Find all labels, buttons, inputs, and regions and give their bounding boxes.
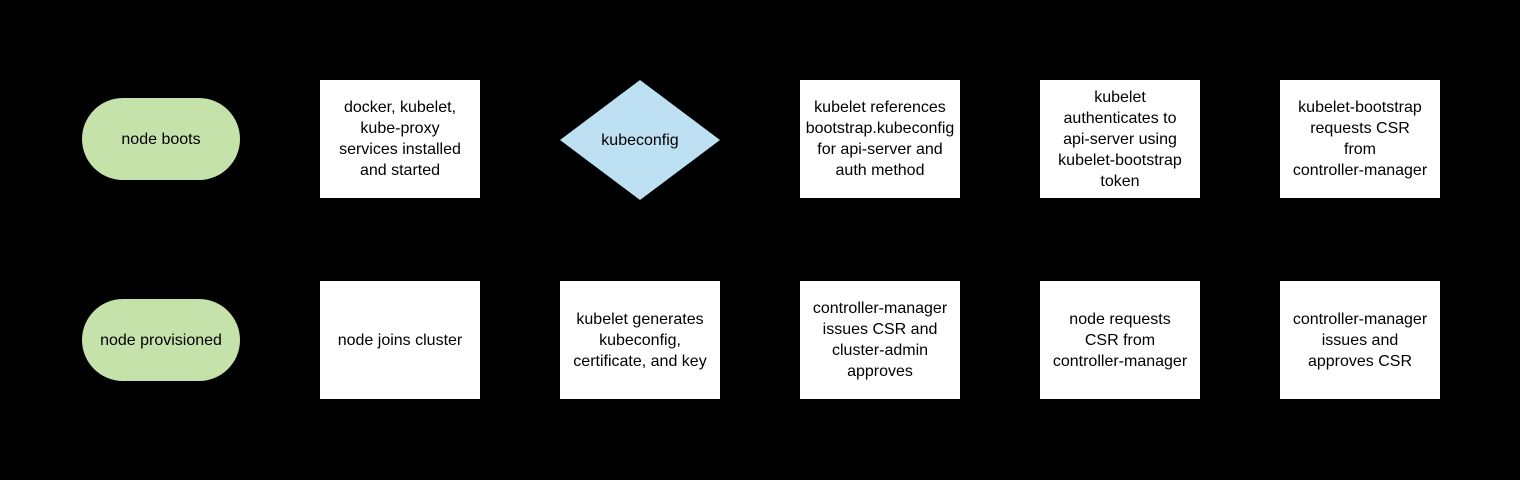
process-cm-issues-and-approves-csr: controller-manager issues and approves C… xyxy=(1280,281,1440,399)
node-label: docker, kubelet, kube-proxy services ins… xyxy=(339,99,461,179)
process-kubelet-bootstrap-requests-csr: kubelet-bootstrap requests CSR from cont… xyxy=(1280,80,1440,198)
process-kubelet-generates-kubeconfig: kubelet generates kubeconfig, certificat… xyxy=(560,281,720,399)
node-label: node boots xyxy=(121,130,201,148)
decision-kubeconfig: kubeconfig xyxy=(560,80,720,200)
process-services-installed: docker, kubelet, kube-proxy services ins… xyxy=(320,80,480,198)
node-label: controller-manager issues and approves C… xyxy=(1292,310,1428,370)
node-label: kubelet-bootstrap requests CSR from cont… xyxy=(1292,99,1428,179)
node-label: kubelet generates kubeconfig, certificat… xyxy=(573,310,707,370)
process-node-joins-cluster: node joins cluster xyxy=(320,281,480,399)
node-label: node requests CSR from controller-manage… xyxy=(1052,310,1188,370)
node-label: kubeconfig xyxy=(601,131,679,149)
node-label: node provisioned xyxy=(100,331,222,349)
terminator-node-provisioned: node provisioned xyxy=(82,299,240,381)
node-label: controller-manager issues CSR and cluste… xyxy=(812,300,948,380)
process-node-requests-csr: node requests CSR from controller-manage… xyxy=(1040,281,1200,399)
node-label: kubelet references bootstrap.kubeconfig … xyxy=(805,99,955,179)
node-label: kubelet authenticates to api-server usin… xyxy=(1058,88,1182,190)
process-kubelet-references-bootstrap-kubeconfig: kubelet references bootstrap.kubeconfig … xyxy=(800,80,960,198)
process-cm-issues-csr-admin-approves: controller-manager issues CSR and cluste… xyxy=(800,281,960,399)
node-label: node joins cluster xyxy=(337,331,463,349)
process-kubelet-authenticates: kubelet authenticates to api-server usin… xyxy=(1040,80,1200,198)
terminator-node-boots: node boots xyxy=(82,98,240,180)
